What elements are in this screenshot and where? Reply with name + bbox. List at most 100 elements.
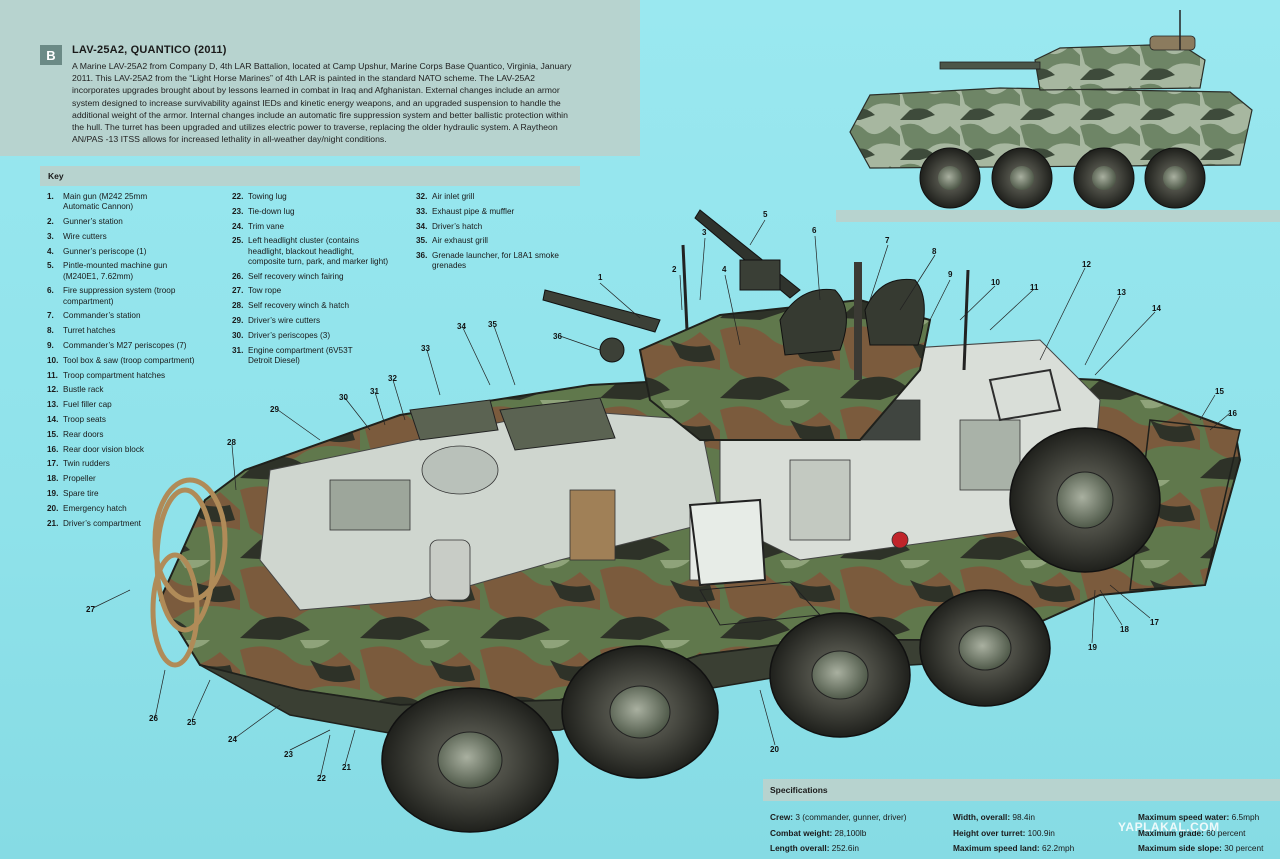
key-item-label: Engine compartment (6V53T Detroit Diesel… xyxy=(248,345,353,365)
callout-number: 28 xyxy=(227,438,236,447)
key-item: 25.Left headlight cluster (contains head… xyxy=(232,236,407,267)
callout-number: 4 xyxy=(722,265,727,274)
spec-label: Crew: xyxy=(770,812,794,822)
key-item-label: Tie-down lug xyxy=(248,206,295,216)
key-item: 11. Troop compartment hatches xyxy=(47,371,217,381)
key-item-number: 25. xyxy=(232,236,244,246)
spec-value: 30 percent xyxy=(1221,843,1264,853)
spec-item: Combat weight: 28,100lb xyxy=(770,826,907,842)
callout-number: 32 xyxy=(388,374,397,383)
key-item-label: Rear doors xyxy=(63,429,104,439)
key-item-number: 4. xyxy=(47,246,54,256)
callout-number: 21 xyxy=(342,763,351,772)
spec-label: Height over turret: xyxy=(953,827,1026,838)
key-item: 21.Driver’s compartment xyxy=(47,519,217,529)
callout-number: 6 xyxy=(812,226,817,235)
key-item-number: 13. xyxy=(47,400,59,410)
spec-item: Height over turret: 100.9in xyxy=(953,826,1074,842)
key-item: 16. Rear door vision block xyxy=(47,445,217,455)
callout-number: 5 xyxy=(763,210,768,219)
callout-number: 7 xyxy=(885,236,890,245)
spec-label: Maximum speed land: xyxy=(953,843,1040,853)
callout-number: 23 xyxy=(284,750,293,759)
callout-number: 3 xyxy=(702,228,707,237)
spec-column-1: Crew: 3 (commander, gunner, driver) Comba… xyxy=(770,810,907,857)
key-item-number: 9. xyxy=(47,340,54,350)
key-item-number: 11. xyxy=(47,370,58,380)
key-item: 19.Spare tire xyxy=(47,489,217,499)
key-item: 20.Emergency hatch xyxy=(47,504,217,514)
spec-item: Width, overall: 98.4in xyxy=(953,810,1074,826)
key-item-label: Air exhaust grill xyxy=(432,236,488,246)
key-item-label: Trim vane xyxy=(248,221,285,231)
key-item-number: 35. xyxy=(416,236,428,246)
key-column-1: 1.Main gun (M242 25mm Automatic Cannon)2… xyxy=(47,192,217,533)
key-item-number: 16. xyxy=(47,444,59,454)
key-item: 29.Driver’s wire cutters xyxy=(232,316,407,326)
key-item: 5. Pintle-mounted machine gun (M240E1, 7.… xyxy=(47,261,217,281)
callout-number: 8 xyxy=(932,247,937,256)
key-item: 12.Bustle rack xyxy=(47,385,217,395)
key-item-number: 33. xyxy=(416,206,428,216)
key-item-number: 31. xyxy=(232,345,244,355)
key-item-label: Driver’s periscopes (3) xyxy=(248,330,331,340)
key-item-number: 5. xyxy=(47,261,54,271)
key-item: 23.Tie-down lug xyxy=(232,207,407,217)
key-item: 18.Propeller xyxy=(47,474,217,484)
key-item-label: Twin rudders xyxy=(63,459,110,469)
key-item: 4. Gunner’s periscope (1) xyxy=(47,247,217,257)
key-item-label: Tool box & saw (troop compartment) xyxy=(63,355,195,365)
key-item-number: 28. xyxy=(232,301,244,311)
key-item-number: 26. xyxy=(232,271,244,281)
callout-number: 2 xyxy=(672,265,677,274)
key-item: 7.Commander’s station xyxy=(47,311,217,321)
key-item: 35. Air exhaust grill xyxy=(416,236,581,246)
spec-value: 28,100lb xyxy=(832,827,867,838)
callout-number: 16 xyxy=(1228,409,1237,418)
key-item-number: 12. xyxy=(47,385,59,395)
key-item-number: 22. xyxy=(232,192,244,201)
cutaway-vehicle xyxy=(150,209,1242,833)
key-item-label: Rear door vision block xyxy=(63,444,145,454)
key-item-number: 30. xyxy=(232,330,244,340)
key-item-label: Self recovery winch & hatch xyxy=(248,301,350,311)
key-item: 13.Fuel filler cap xyxy=(47,400,217,410)
spec-label: Width, overall: xyxy=(953,812,1011,822)
key-item-label: Pintle-mounted machine gun (M240E1, 7.62… xyxy=(63,261,168,281)
key-item: 14.Troop seats xyxy=(47,415,217,425)
key-item-label: Driver’s compartment xyxy=(63,518,141,528)
key-item-label: Troop compartment hatches xyxy=(63,370,166,380)
key-item: 15. Rear doors xyxy=(47,430,217,440)
callout-number: 10 xyxy=(991,278,1000,287)
plate-description: A Marine LAV-25A2 from Company D, 4th LA… xyxy=(72,61,572,145)
callout-number: 26 xyxy=(149,714,158,723)
callout-number: 35 xyxy=(488,320,497,329)
key-item-number: 34. xyxy=(416,221,428,231)
key-item-number: 15. xyxy=(47,429,59,439)
key-item-label: Commander’s station xyxy=(63,311,141,321)
watermark-text: YAPLAKAL.COM xyxy=(1118,820,1220,834)
callout-number: 9 xyxy=(948,270,953,279)
key-item-number: 18. xyxy=(47,474,59,484)
key-item-number: 24. xyxy=(232,221,244,231)
key-item-label: Exhaust pipe & muffler xyxy=(432,206,515,216)
spec-item: Maximum speed land: 62.2mph xyxy=(953,841,1074,857)
key-heading: Key xyxy=(40,166,580,186)
callout-number: 20 xyxy=(770,745,779,754)
key-item: 36.Grenade launcher, for L8A1 smoke gren… xyxy=(416,251,581,271)
key-item-number: 2. xyxy=(47,217,54,226)
spec-value: 3 (commander, gunner, driver) xyxy=(793,812,907,822)
callout-number: 30 xyxy=(339,393,348,402)
spec-item: Maximum speed water: 6.5mph xyxy=(1138,810,1263,826)
key-item-label: Main gun (M242 25mm Automatic Cannon) xyxy=(63,192,148,212)
callout-number: 11 xyxy=(1030,283,1039,292)
key-item-label: Spare tire xyxy=(63,488,99,498)
key-item-label: Gunner’s periscope (1) xyxy=(63,246,147,256)
spec-item: Maximum side slope: 30 percent xyxy=(1138,841,1263,857)
spec-label: Maximum side slope: xyxy=(1138,843,1222,853)
key-item: 26.Self recovery winch fairing xyxy=(232,272,407,282)
key-item-number: 27. xyxy=(232,286,244,296)
intro-panel: B LAV-25A2, QUANTICO (2011) A Marine LAV… xyxy=(0,0,640,156)
